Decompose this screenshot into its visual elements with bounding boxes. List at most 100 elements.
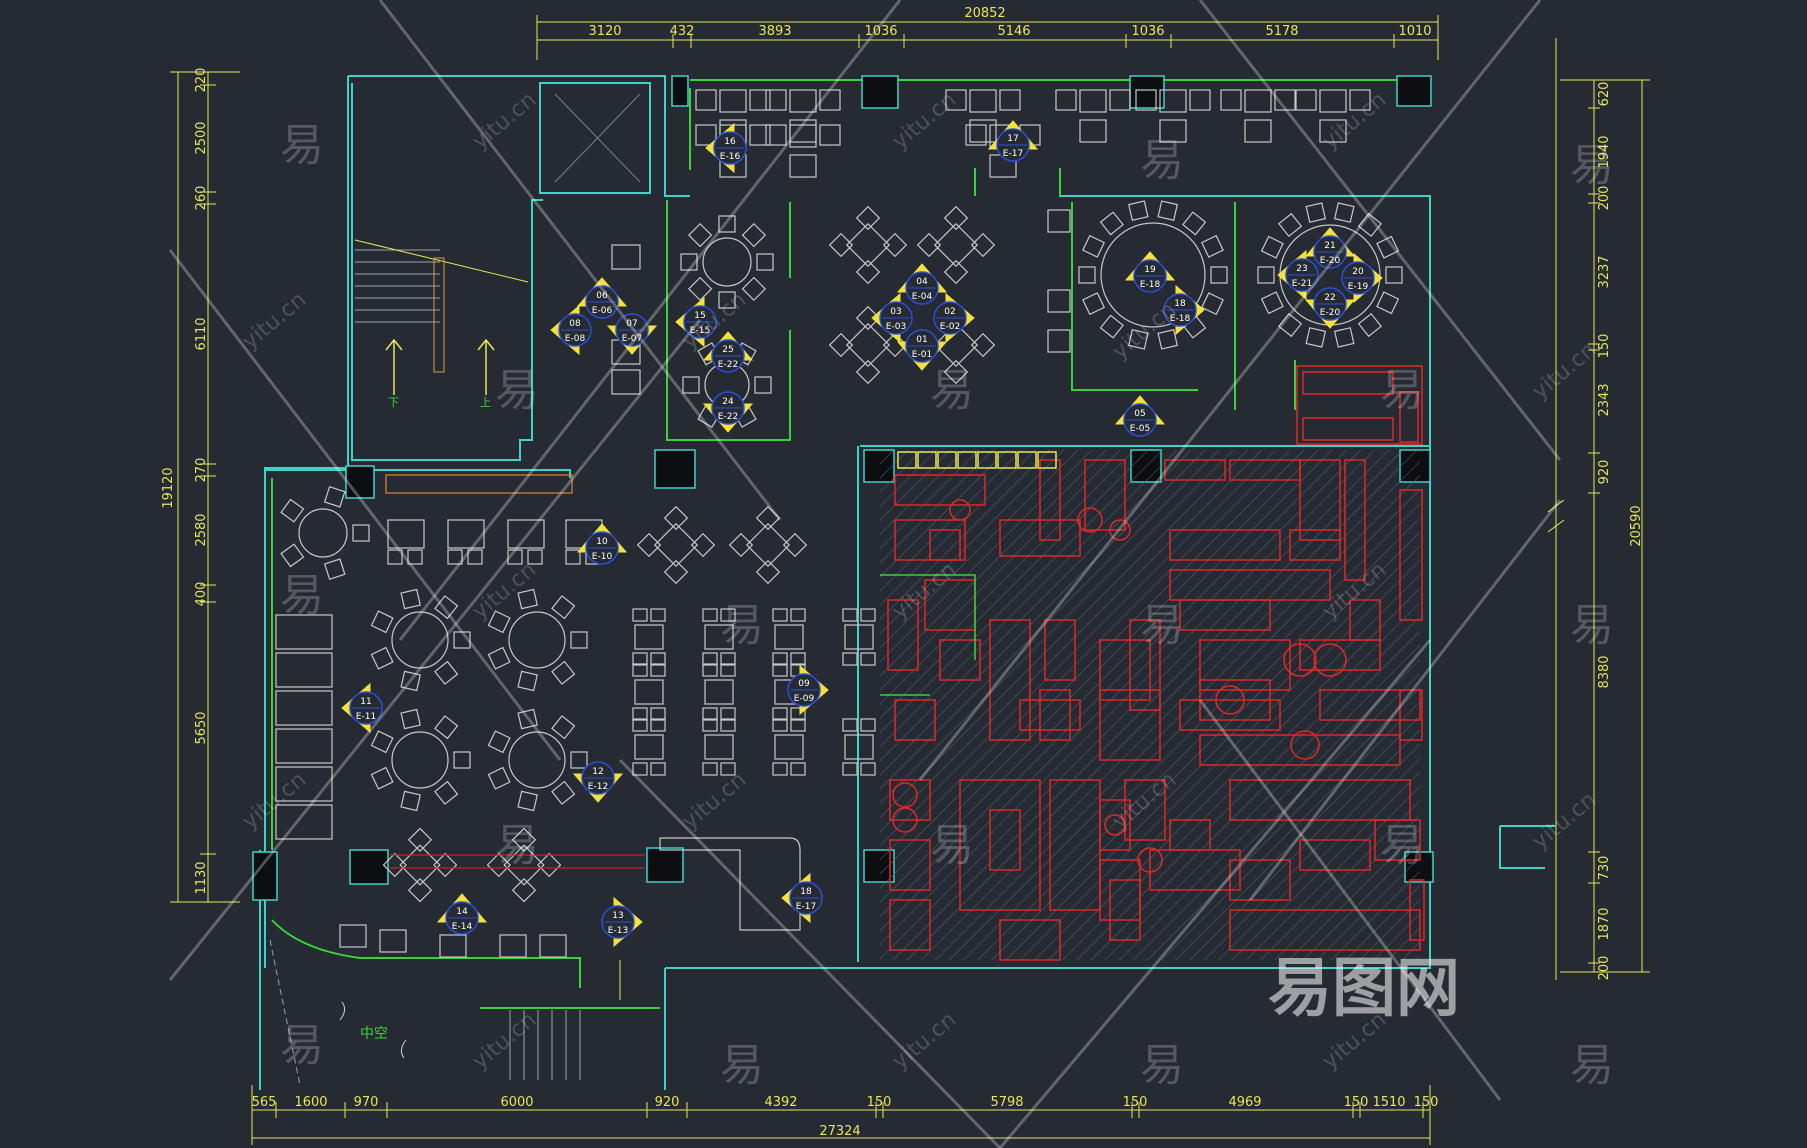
stair-up-label: 上: [480, 396, 491, 409]
watermark-char: 易: [1140, 600, 1184, 651]
dimension-bottom: [251, 1085, 1431, 1145]
tag-code: E-16: [720, 152, 741, 162]
watermark-char: 易: [1570, 600, 1614, 651]
dim-left-8: 1130: [194, 861, 209, 894]
elevation-tag: 06E-06: [576, 277, 628, 319]
dim-left-total: 19120: [161, 467, 176, 508]
dim-left-0: 220: [194, 68, 209, 93]
watermark-char: 易: [930, 820, 974, 871]
dim-bottom-labels: 565 1600 970 6000 920 4392 150 5798 150 …: [252, 1095, 1439, 1110]
tag-code: E-22: [718, 412, 738, 422]
dim-bottom-3: 6000: [500, 1095, 533, 1110]
elevation-tag: 10E-10: [576, 523, 628, 565]
dim-top-7: 1010: [1398, 24, 1431, 39]
watermark-char: 易: [1570, 140, 1614, 191]
tag-number: 13: [612, 911, 623, 921]
elevation-tag: 19E-18: [1124, 251, 1176, 293]
dim-top-labels: 3120 432 3893 1036 5146 1036 5178 1010: [588, 24, 1431, 39]
dim-bottom-1: 1600: [294, 1095, 327, 1110]
elevation-tag: 24E-22: [702, 391, 754, 433]
watermark-char: 易: [1140, 135, 1184, 186]
dim-left-1: 2500: [194, 121, 209, 154]
watermark-site: yitu.cn: [1528, 787, 1601, 854]
tag-code: E-02: [940, 322, 960, 332]
tag-number: 18: [800, 887, 812, 897]
tag-number: 25: [722, 345, 733, 355]
tag-code: E-10: [592, 552, 613, 562]
watermark-brand: 易图网: [1268, 952, 1460, 1026]
tag-code: E-22: [718, 360, 738, 370]
dim-top-3: 1036: [864, 24, 897, 39]
elevation-tag: 22E-20: [1304, 287, 1356, 329]
dim-top-0: 3120: [588, 24, 621, 39]
watermark-char: 易: [1380, 365, 1424, 416]
tag-code: E-06: [592, 306, 613, 316]
elevation-tag: 01E-01: [896, 329, 948, 371]
watermark-site: yitu.cn: [468, 87, 541, 154]
tag-code: E-05: [1130, 424, 1150, 434]
elevation-tag: 03E-03: [871, 292, 913, 344]
elevation-tag: 14E-14: [436, 893, 488, 935]
dim-right-9: 1870: [1597, 907, 1612, 940]
tag-code: E-18: [1140, 280, 1161, 290]
elevation-tag: 21E-20: [1304, 227, 1356, 269]
dining-furniture: [275, 89, 1403, 958]
elevation-tag: 07E-07: [606, 313, 658, 355]
dim-left-5: 2580: [194, 513, 209, 546]
tag-number: 12: [592, 767, 603, 777]
watermark-site: yitu.cn: [1528, 337, 1601, 404]
elevation-tag: 13E-13: [601, 896, 643, 948]
dim-left-4: 270: [194, 458, 209, 483]
dim-right-4: 150: [1597, 334, 1612, 359]
void-label: 中空: [360, 1026, 388, 1042]
watermark-char: 易: [1380, 820, 1424, 871]
dim-bottom-total: 27324: [819, 1124, 860, 1139]
tag-number: 11: [360, 697, 371, 707]
watermark-lines: [168, 0, 1562, 1148]
tag-code: E-08: [565, 334, 586, 344]
watermark-site: yitu.cn: [888, 87, 961, 154]
tag-number: 16: [724, 137, 736, 147]
watermark-char: 易: [720, 600, 764, 651]
dim-left-7: 5650: [194, 711, 209, 744]
elevation-tag: 08E-08: [550, 304, 592, 356]
dim-top-1: 432: [670, 24, 695, 39]
elevation-tag: 05E-05: [1114, 395, 1166, 437]
elevation-tag: 12E-12: [572, 761, 624, 803]
elevation-tag: 23E-21: [1277, 249, 1319, 301]
dim-top-total: 20852: [964, 6, 1005, 21]
dim-right-2: 200: [1597, 186, 1612, 211]
watermark-char: 易: [1140, 1040, 1184, 1091]
tag-number: 02: [944, 307, 955, 317]
dim-right-0: 620: [1597, 82, 1612, 107]
dim-right-8: 730: [1597, 856, 1612, 881]
tag-number: 21: [1324, 241, 1335, 251]
dim-bottom-0: 565: [252, 1095, 277, 1110]
dim-top-4: 5146: [997, 24, 1030, 39]
tag-number: 05: [1134, 409, 1145, 419]
stair-down-label: 下: [388, 396, 399, 409]
dim-bottom-4: 920: [655, 1095, 680, 1110]
dim-bottom-6: 150: [867, 1095, 892, 1110]
walls: [259, 75, 1556, 1090]
watermark-char: 易: [280, 1020, 324, 1071]
watermark-char: 易: [495, 365, 539, 416]
dimension-top: [536, 15, 1439, 60]
tag-number: 14: [456, 907, 468, 917]
tag-number: 18: [1174, 299, 1186, 309]
tag-number: 24: [722, 397, 734, 407]
elevation-tag: 25E-22: [702, 331, 754, 373]
watermark-site: yitu.cn: [1318, 87, 1391, 154]
dimension-right: [1547, 38, 1650, 980]
elevation-tag: 02E-02: [933, 292, 975, 344]
tag-number: 01: [916, 335, 927, 345]
tag-code: E-20: [1320, 256, 1341, 266]
tag-code: E-04: [912, 292, 933, 302]
tag-number: 07: [626, 319, 637, 329]
dim-right-1: 1940: [1597, 135, 1612, 168]
dim-bottom-7: 5798: [990, 1095, 1023, 1110]
dim-bottom-2: 970: [354, 1095, 379, 1110]
watermark-char: 易: [1570, 1040, 1614, 1091]
watermark-site: yitu.cn: [238, 287, 311, 354]
